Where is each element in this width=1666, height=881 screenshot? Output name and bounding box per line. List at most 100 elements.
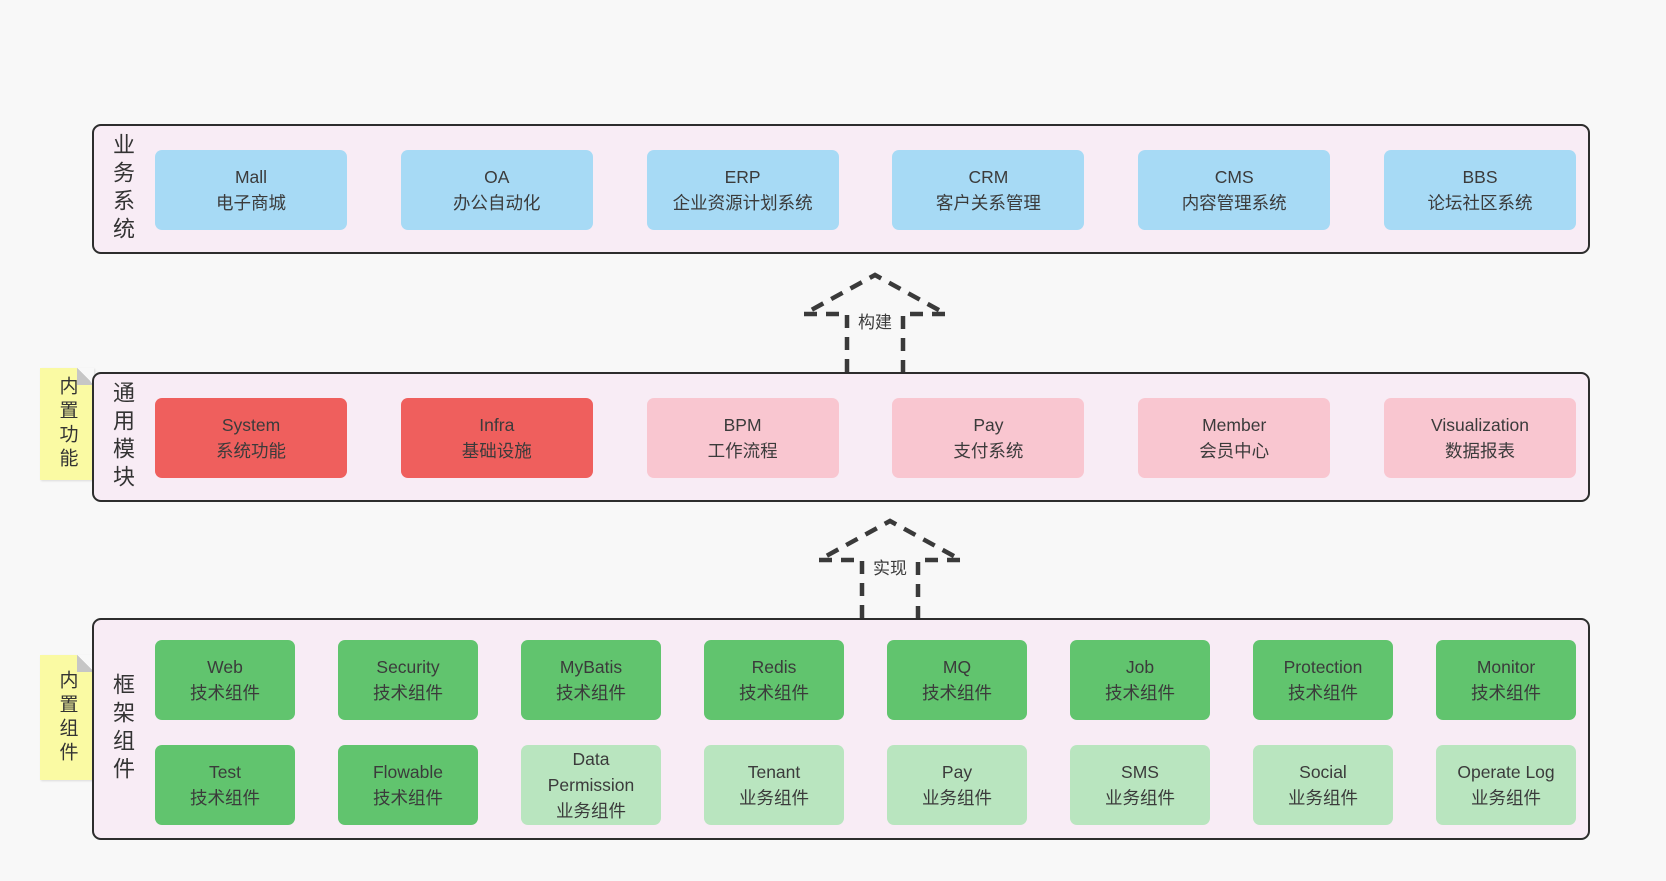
box-title: System bbox=[221, 415, 281, 435]
box-subtitle: 工作流程 bbox=[707, 441, 778, 461]
box-subtitle: 技术组件 bbox=[373, 788, 443, 808]
box-subtitle: 办公自动化 bbox=[453, 193, 541, 213]
box-bbs: BBS 论坛社区系统 bbox=[1383, 150, 1576, 230]
box-subtitle: 业务组件 bbox=[922, 788, 992, 808]
box-subtitle: 会员中心 bbox=[1199, 441, 1270, 461]
box-web: Web 技术组件 bbox=[155, 640, 295, 720]
sticky-fold bbox=[77, 655, 94, 672]
box-subtitle: 技术组件 bbox=[373, 683, 443, 703]
dashed-up-arrow-icon bbox=[817, 518, 963, 618]
box-title: ERP bbox=[724, 167, 761, 187]
box-title: SMS bbox=[1121, 762, 1159, 782]
box-redis: Redis 技术组件 bbox=[704, 640, 844, 720]
layer-common-modules: 通用模块 System 系统功能 Infra 基础设施 BPM 工作流程 Pay… bbox=[92, 372, 1590, 502]
box-test: Test 技术组件 bbox=[155, 745, 295, 825]
box-subtitle: 支付系统 bbox=[953, 441, 1024, 461]
box-subtitle: 客户关系管理 bbox=[935, 193, 1041, 213]
box-title: Mall bbox=[234, 167, 268, 187]
box-pay-biz: Pay 业务组件 bbox=[887, 745, 1027, 825]
box-security: Security 技术组件 bbox=[338, 640, 478, 720]
box-subtitle: 技术组件 bbox=[1105, 683, 1175, 703]
common-modules-row: System 系统功能 Infra 基础设施 BPM 工作流程 Pay 支付系统… bbox=[155, 398, 1576, 478]
box-title: Infra bbox=[479, 415, 515, 435]
box-mq: MQ 技术组件 bbox=[887, 640, 1027, 720]
box-title: Pay bbox=[973, 415, 1004, 435]
box-oa: OA 办公自动化 bbox=[400, 150, 593, 230]
box-subtitle: 业务组件 bbox=[1471, 788, 1541, 808]
box-subtitle: 业务组件 bbox=[556, 801, 626, 821]
box-title: Protection bbox=[1283, 657, 1363, 677]
box-subtitle: 基础设施 bbox=[461, 441, 532, 461]
box-title: Member bbox=[1202, 415, 1267, 435]
box-subtitle: 企业资源计划系统 bbox=[672, 193, 813, 213]
box-subtitle: 技术组件 bbox=[1471, 683, 1541, 703]
framework-components-row-2: Test 技术组件 Flowable 技术组件 Data Permission … bbox=[155, 745, 1576, 825]
box-title: Data Permission bbox=[547, 749, 635, 795]
layer-label-text: 通用模块 bbox=[110, 381, 135, 493]
layer-framework-components: 框架组件 Web 技术组件 Security 技术组件 MyBatis 技术组件… bbox=[92, 618, 1590, 840]
box-member: Member 会员中心 bbox=[1138, 398, 1331, 478]
box-system: System 系统功能 bbox=[155, 398, 347, 478]
box-title: MQ bbox=[942, 657, 972, 677]
box-crm: CRM 客户关系管理 bbox=[892, 150, 1085, 230]
box-tenant: Tenant 业务组件 bbox=[704, 745, 844, 825]
business-systems-row: Mall 电子商城 OA 办公自动化 ERP 企业资源计划系统 CRM 客户关系… bbox=[155, 150, 1576, 230]
sticky-note-builtin-components: 内置组件 bbox=[40, 655, 94, 780]
box-subtitle: 数据报表 bbox=[1444, 441, 1515, 461]
box-title: BPM bbox=[723, 415, 762, 435]
box-subtitle: 系统功能 bbox=[216, 441, 286, 461]
box-title: BBS bbox=[1462, 167, 1498, 187]
layer-label-business-systems: 业务系统 bbox=[104, 126, 140, 252]
box-job: Job 技术组件 bbox=[1070, 640, 1210, 720]
box-title: OA bbox=[484, 167, 510, 187]
box-title: CMS bbox=[1214, 167, 1254, 187]
sticky-text: 内置功能 bbox=[56, 376, 78, 472]
box-title: Redis bbox=[751, 657, 797, 677]
sticky-note-builtin-features: 内置功能 bbox=[40, 368, 94, 480]
box-cms: CMS 内容管理系统 bbox=[1138, 150, 1331, 230]
sticky-fold bbox=[77, 368, 94, 385]
box-flowable: Flowable 技术组件 bbox=[338, 745, 478, 825]
layer-label-framework-components: 框架组件 bbox=[104, 620, 140, 838]
arrow-label: 实现 bbox=[868, 554, 912, 579]
sticky-text: 内置组件 bbox=[56, 669, 78, 766]
box-title: Security bbox=[376, 657, 440, 677]
layer-business-systems: 业务系统 Mall 电子商城 OA 办公自动化 ERP 企业资源计划系统 CRM… bbox=[92, 124, 1590, 254]
box-title: Flowable bbox=[372, 762, 444, 782]
box-social: Social 业务组件 bbox=[1253, 745, 1393, 825]
box-operate-log: Operate Log 业务组件 bbox=[1436, 745, 1576, 825]
box-subtitle: 业务组件 bbox=[1288, 788, 1358, 808]
box-subtitle: 技术组件 bbox=[739, 683, 809, 703]
box-title: Visualization bbox=[1431, 415, 1529, 435]
box-title: Job bbox=[1125, 657, 1155, 677]
box-title: Pay bbox=[941, 762, 973, 782]
box-data-permission: Data Permission 业务组件 bbox=[521, 745, 661, 825]
dashed-up-arrow-icon bbox=[802, 272, 948, 372]
box-subtitle: 技术组件 bbox=[556, 683, 626, 703]
box-title: Tenant bbox=[747, 762, 801, 782]
layer-label-text: 框架组件 bbox=[110, 673, 135, 785]
box-subtitle: 业务组件 bbox=[739, 788, 809, 808]
box-title: Monitor bbox=[1476, 657, 1536, 677]
box-title: Operate Log bbox=[1457, 762, 1555, 782]
box-subtitle: 技术组件 bbox=[922, 683, 992, 703]
box-subtitle: 内容管理系统 bbox=[1181, 193, 1287, 213]
box-title: Social bbox=[1299, 762, 1347, 782]
box-visualization: Visualization 数据报表 bbox=[1383, 398, 1576, 478]
box-subtitle: 技术组件 bbox=[190, 788, 260, 808]
arrow-build: 构建 bbox=[800, 272, 950, 372]
box-monitor: Monitor 技术组件 bbox=[1436, 640, 1576, 720]
box-subtitle: 技术组件 bbox=[190, 683, 260, 703]
box-erp: ERP 企业资源计划系统 bbox=[646, 150, 839, 230]
box-sms: SMS 业务组件 bbox=[1070, 745, 1210, 825]
box-mall: Mall 电子商城 bbox=[155, 150, 347, 230]
box-title: MyBatis bbox=[559, 657, 623, 677]
box-protection: Protection 技术组件 bbox=[1253, 640, 1393, 720]
box-title: Web bbox=[207, 657, 243, 677]
box-pay-system: Pay 支付系统 bbox=[892, 398, 1085, 478]
box-title: Test bbox=[208, 762, 242, 782]
box-subtitle: 电子商城 bbox=[216, 193, 286, 213]
box-title: CRM bbox=[968, 167, 1009, 187]
layer-label-text: 业务系统 bbox=[110, 133, 135, 245]
